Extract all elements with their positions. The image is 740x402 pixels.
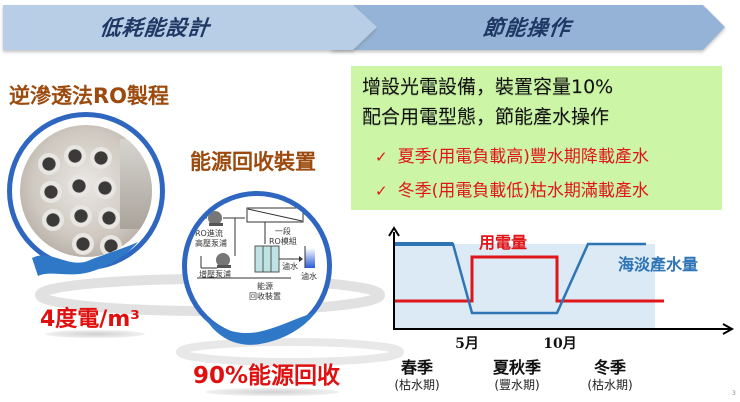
check-icon: ✓ [375,182,388,200]
booster-pump-icon [216,253,230,267]
season-winter-period: (枯水期) [587,378,633,392]
ro-module-label: 一段 RO模組 [269,227,297,246]
check-icon: ✓ [375,148,388,166]
booster-pump-label: 增壓泵浦 [199,270,231,279]
x-tick-may: 5月 [455,336,479,352]
season-summer-autumn: 夏秋季 [492,358,542,377]
energy-recovery-stat: 90%能源回收 [193,363,341,389]
ro-energy-stat: 4度電/m³ [40,307,140,332]
erd-label: 能源 回收裝置 [249,282,281,301]
stat-shadow-2 [205,388,340,396]
brine-tank-label: 滷水 [301,272,317,281]
energy-recovery-diagram [195,207,315,279]
bullet-summer: ✓ 夏季(用電負載高)豐水期降載產水 [375,142,649,167]
bullet-winter: ✓ 冬季(用電負載低)枯水期滿載產水 [375,176,649,201]
x-tick-october: 10月 [543,336,577,352]
power-usage-legend: 用電量 [478,233,528,252]
brine-flow-label: 滷水 [282,262,298,271]
bullet-summer-text: 夏季(用電負載高)豐水期降載產水 [397,147,649,167]
hp-pump-label: RO進流 高壓泵浦 [195,229,227,248]
season-spring-period: (枯水期) [394,378,440,392]
ro-process-title: 逆滲透法RO製程 [9,84,170,108]
energy-recovery-title: 能源回收裝置 [190,150,316,174]
page-number: 3 [732,390,736,397]
hp-pump-icon [208,211,222,225]
power-usage-line [395,255,664,303]
blue-brush-splash-2 [204,312,316,345]
season-winter: 冬季 [593,358,627,377]
header-arrows-graphic [3,5,725,50]
season-spring: 春季 [400,358,434,377]
energy-saving-info-box: 增設光電設備，裝置容量10% 配合用電型態，節能產水操作 ✓ 夏季(用電負載高)豐… [351,66,722,210]
process-header: 低耗能設計 節能操作 [0,0,740,60]
info-line-operation: 配合用電型態，節能產水操作 [362,106,610,128]
water-production-legend: 海淡產水量 [617,255,699,274]
season-summer-autumn-period: (豐水期) [494,378,540,392]
ro-plant-photo [20,125,152,257]
bullet-winter-text: 冬季(用電負載低)枯水期滿載產水 [397,181,649,201]
blue-brush-splash [32,242,138,276]
info-line-pv: 增設光電設備，裝置容量10% [362,76,614,98]
stat-shadow [45,330,145,338]
